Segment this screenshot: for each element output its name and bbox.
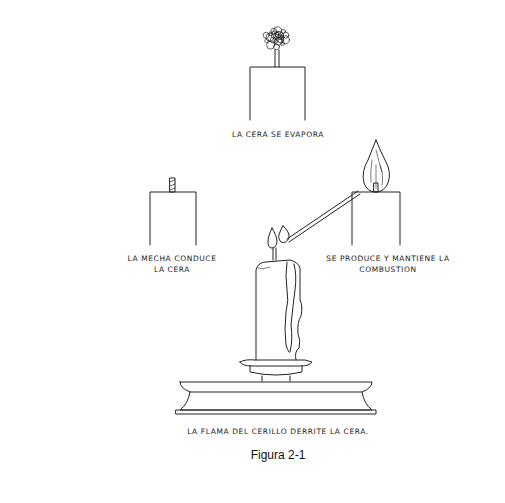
caption-evaporates: LA CERA SE EVAPORA — [208, 129, 348, 140]
candle-body — [256, 260, 302, 360]
candle-flame — [268, 228, 277, 248]
candle-body — [352, 192, 400, 245]
vapour-puff — [278, 37, 284, 43]
wax-drip — [285, 262, 296, 352]
caption-match: LA FLAMA DEL CERILLO DERRITE LA CERA. — [158, 426, 398, 437]
holder-plate — [180, 382, 372, 392]
holder-cup-rim — [240, 360, 312, 366]
candle-flame — [363, 140, 389, 192]
wick-strands — [170, 180, 175, 190]
candle-with-holder — [176, 191, 376, 414]
match-flame — [279, 226, 289, 243]
candle-wick — [273, 248, 276, 260]
caption-combustion: SE PRODUCE Y MANTIENE LA COMBUSTION — [324, 253, 452, 275]
candle-wick — [374, 183, 378, 192]
burning-candle — [352, 140, 400, 245]
caption-wick: LA MECHA CONDUCE LA CERA — [122, 253, 222, 275]
holder-base — [176, 410, 376, 414]
candle-body — [150, 192, 196, 245]
wax-vapour — [263, 27, 289, 50]
figure-caption: Figura 2-1 — [251, 448, 306, 462]
candle-body — [250, 67, 305, 120]
candle-wick — [170, 178, 175, 192]
holder-plate-dish — [180, 392, 372, 410]
holder-cup — [250, 366, 302, 375]
vapour-puff — [271, 31, 279, 39]
match-stick — [287, 191, 360, 242]
wick-candle — [150, 178, 196, 245]
holder-stem — [262, 376, 290, 381]
vapour-puff — [273, 44, 279, 50]
flame-streaks — [371, 150, 383, 188]
vapour-puff — [281, 29, 285, 33]
vapour-puff — [275, 32, 279, 36]
candle-wick — [275, 50, 279, 67]
wax-drip — [258, 267, 270, 269]
vapour-puff — [280, 36, 284, 40]
vapour-puff — [266, 33, 274, 41]
evaporating-candle — [250, 27, 305, 120]
